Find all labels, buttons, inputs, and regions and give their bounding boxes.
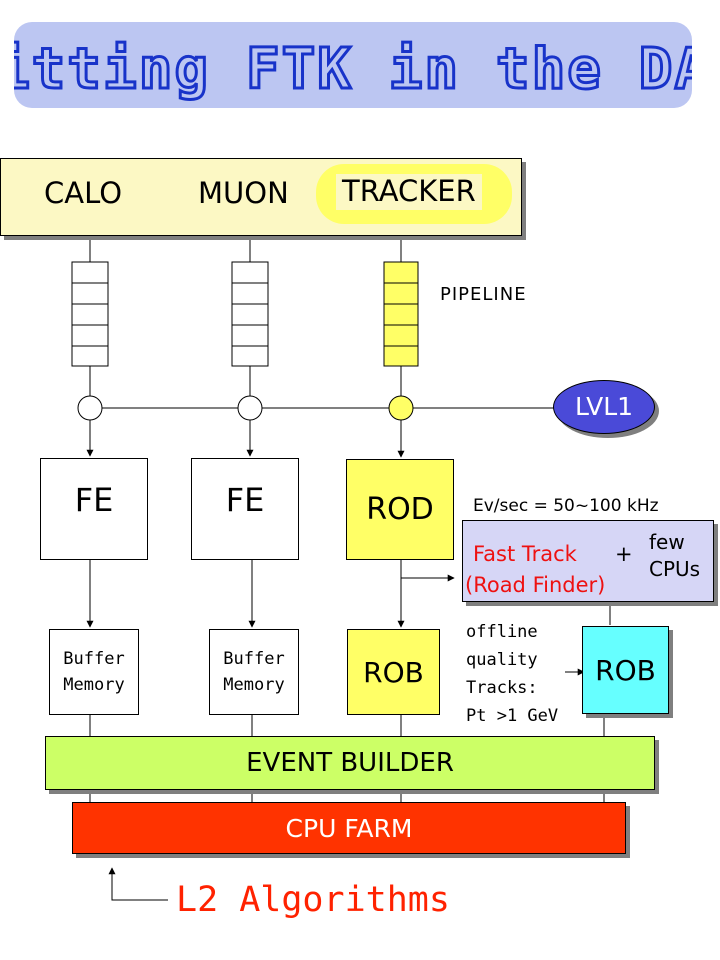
node-tracker: [388, 395, 414, 421]
event-builder-box: EVENT BUILDER: [45, 736, 655, 790]
rod-label: ROD: [366, 492, 434, 527]
fast-track-line1: Fast Track: [473, 542, 577, 566]
pipeline-tracker: [383, 261, 419, 367]
lvl1-oval: [553, 380, 655, 434]
rate-label: Ev/sec = 50~100 kHz: [473, 496, 659, 516]
fast-track-box: [462, 520, 714, 602]
fast-track-plus: +: [615, 542, 633, 566]
rod-box: ROD: [346, 459, 454, 560]
title-svg: Fitting FTK in the DAQ: [14, 36, 692, 104]
buffer-calo-line2: Memory: [63, 675, 125, 695]
lvl1-label: LVL1: [574, 392, 634, 421]
node-calo: [77, 395, 103, 421]
fe-calo-label: FE: [74, 481, 114, 519]
fe-box-calo: FE: [40, 458, 148, 560]
cpu-farm-box: CPU FARM: [72, 802, 626, 854]
rob-ftk-label: ROB: [595, 653, 656, 687]
offline-note-line2: quality: [466, 650, 538, 670]
few-cpus-line1: few: [649, 530, 685, 554]
node-muon: [237, 395, 263, 421]
title-banner: [14, 22, 692, 108]
buffer-memory-muon: Buffer Memory: [209, 629, 299, 715]
rob-box-ftk: ROB: [582, 626, 669, 714]
offline-note-line1: offline: [466, 622, 538, 642]
few-cpus-line2: CPUs: [649, 557, 701, 581]
fe-box-muon: FE: [191, 458, 299, 560]
buffer-muon-line1: Buffer: [223, 649, 285, 669]
rob-tracker-label: ROB: [363, 655, 424, 689]
cpu-farm-label: CPU FARM: [285, 813, 413, 843]
detector-tracker-label: TRACKER: [336, 174, 482, 210]
pipeline-muon: [231, 261, 269, 367]
detector-muon-label: MUON: [198, 176, 289, 210]
pipeline-label: PIPELINE: [440, 284, 527, 305]
rob-box-tracker: ROB: [347, 629, 440, 715]
buffer-memory-calo: Buffer Memory: [49, 629, 139, 715]
l2-algorithms-label: L2 Algorithms: [176, 880, 450, 920]
detector-calo-label: CALO: [44, 176, 123, 210]
buffer-calo-line1: Buffer: [63, 649, 125, 669]
offline-note-line3: Tracks:: [466, 678, 538, 698]
offline-note-line4: Pt >1 GeV: [466, 706, 559, 726]
buffer-muon-line2: Memory: [223, 675, 285, 695]
page-title: Fitting FTK in the DAQ: [14, 37, 692, 102]
fast-track-line2: (Road Finder): [465, 573, 606, 597]
fe-muon-label: FE: [225, 481, 265, 519]
event-builder-label: EVENT BUILDER: [246, 748, 454, 778]
pipeline-calo: [71, 261, 109, 367]
